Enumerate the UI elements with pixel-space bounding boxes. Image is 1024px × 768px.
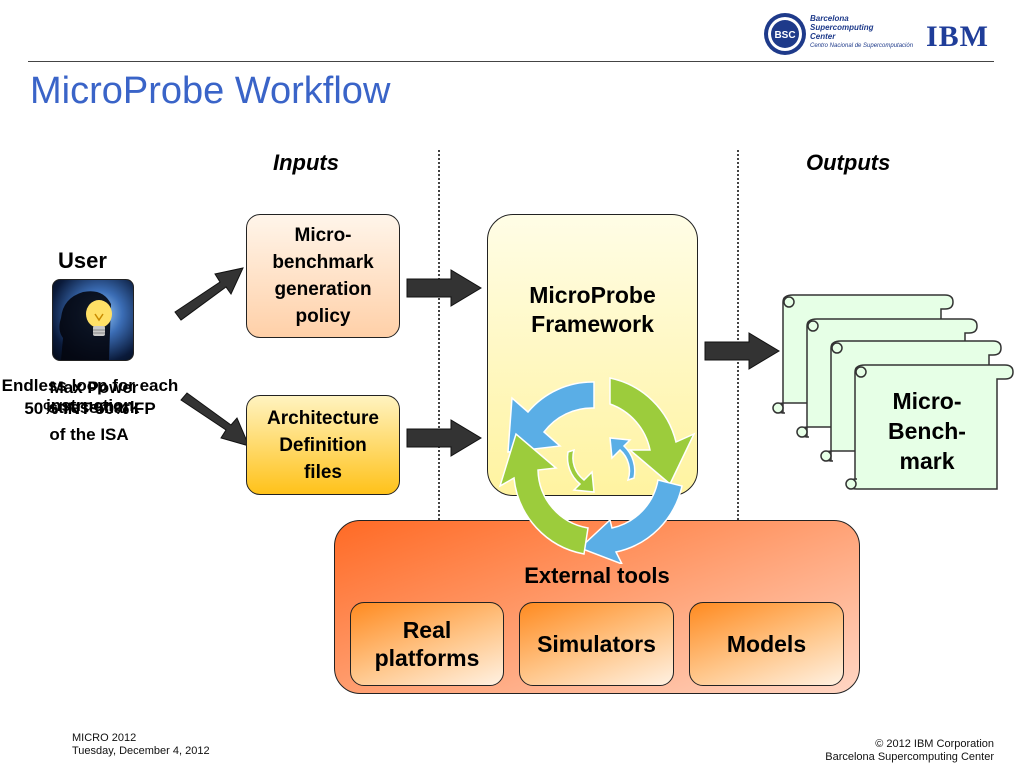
bsc-name: Barcelona Supercomputing Center (810, 14, 874, 41)
user-example-4: of the ISA (49, 425, 129, 444)
arrow-up-right-icon (174, 267, 244, 321)
footer-date: Tuesday, December 4, 2012 (72, 745, 210, 757)
architecture-definition-box: Architecture Definition files (246, 395, 400, 495)
footer-event: MICRO 2012 (72, 732, 137, 744)
user-arrows (174, 267, 250, 447)
user-example-1: Endless loop for each instruction (1, 376, 179, 415)
models-box: Models (689, 602, 844, 686)
footer-copyright: © 2012 IBM Corporation (875, 738, 994, 750)
generation-policy-label: Micro- benchmark generation policy (272, 225, 374, 327)
microprobe-framework-label: MicroProbe Framework (529, 282, 656, 337)
user-label: User (58, 248, 107, 273)
simulators-label: Simulators (537, 631, 656, 657)
user-example-3: 50% INT 50% FP (24, 399, 156, 418)
ibm-logo: IBM (926, 20, 989, 53)
arch-arrow-icon (406, 419, 482, 457)
models-label: Models (726, 631, 807, 657)
inputs-separator (438, 150, 440, 520)
footer-organization: Barcelona Supercomputing Center (825, 751, 994, 763)
architecture-definition-label: Architecture Definition files (267, 407, 379, 483)
cycle-arrows-icon (498, 377, 696, 564)
external-tools-label: External tools (524, 563, 670, 588)
real-platforms-label: Real platforms (374, 617, 480, 671)
simulators-box: Simulators (519, 602, 674, 686)
slide-title: MicroProbe Workflow (30, 70, 391, 112)
micro-benchmark-label: Micro- Bench- mark (888, 388, 966, 474)
policy-arrow-icon (406, 269, 482, 307)
inputs-header: Inputs (273, 150, 339, 175)
bsc-logo: BSC Barcelona Supercomputing Center Cent… (762, 12, 916, 57)
user-example-2: Max Power stressmark (48, 378, 140, 417)
real-platforms-box: Real platforms (350, 602, 504, 686)
outputs-header: Outputs (806, 150, 891, 175)
micro-benchmark-scrolls (772, 294, 1014, 490)
generation-policy-box: Micro- benchmark generation policy (246, 214, 400, 338)
arrow-down-right-icon (180, 392, 250, 447)
header-rule (28, 61, 994, 62)
output-arrow-icon (704, 332, 780, 370)
bsc-subtitle: Centro Nacional de Supercomputación (810, 43, 914, 49)
bsc-abbr: BSC (774, 30, 795, 41)
lightbulb-head-icon (52, 279, 134, 361)
scroll-icon (845, 364, 1014, 490)
outputs-separator (737, 150, 739, 520)
